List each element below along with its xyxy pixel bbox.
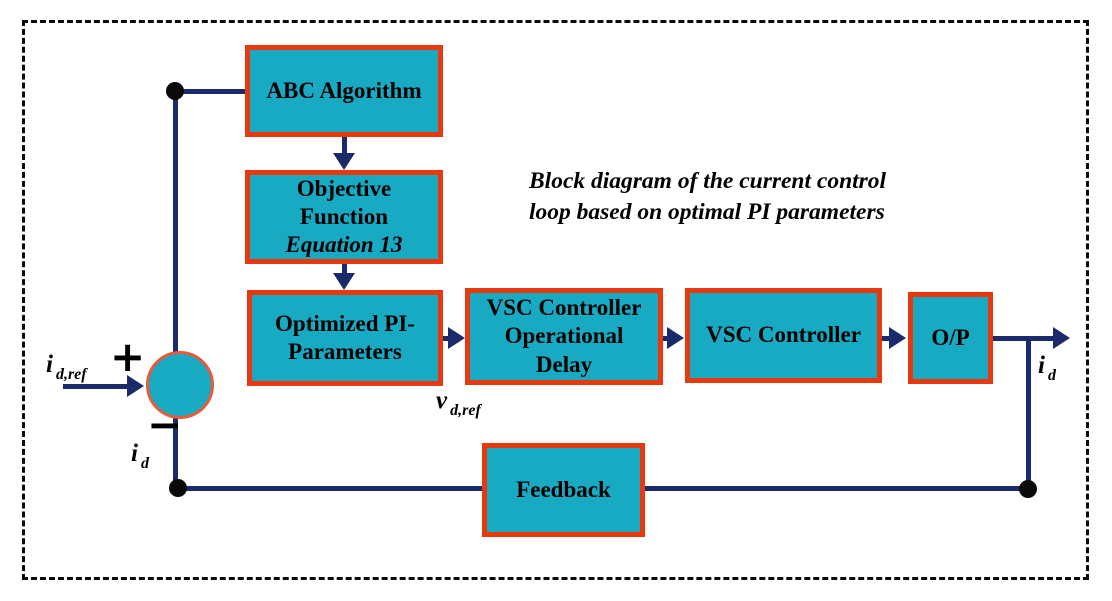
connector-abc-to-objective [342,135,347,154]
arrowhead-optimized-to-delay-icon [448,327,465,349]
arrowhead-delay-to-vsc-icon [667,327,684,349]
connector-output-tap-vertical [1026,336,1031,490]
label-output-current-sub: d [1047,367,1056,384]
diagram-title-line2: loop based on optimal PI parameters [529,199,885,226]
connector-objective-to-optimized [342,262,347,274]
connector-optimized-to-delay [443,336,450,341]
block-vsc-delay-line2: Operational [504,323,624,349]
block-objective-function: Objective Function Equation 13 [245,170,443,264]
label-output-current-base: i [1038,352,1045,379]
connector-sum-to-feedback [173,417,178,489]
connector-top-horizontal [173,89,245,94]
junction-dot-bottom-left [169,479,187,497]
arrowhead-vsc-to-op-icon [889,327,906,349]
block-optimized-pi-parameters: Optimized PI- Parameters [247,290,443,386]
block-objective-function-line1: Objective [296,175,392,201]
block-abc-algorithm-label: ABC Algorithm [266,77,422,103]
arrowhead-input-icon [127,375,144,397]
block-vsc-controller: VSC Controller [685,288,882,383]
label-voltage-reference-sub: d,ref [450,402,481,419]
block-objective-function-line2: Function [299,203,389,229]
block-optimized-pi-line2: Parameters [288,339,402,364]
junction-dot-bottom-right [1019,480,1037,498]
block-output-label: O/P [931,324,970,350]
minus-sign: − [147,400,183,449]
label-feedback-current-base: i [131,440,138,467]
connector-input-horizontal [63,384,127,389]
diagram-title: Block diagram of the current control loo… [529,166,886,229]
summing-junction [146,351,214,419]
connector-output-horizontal [990,336,1054,341]
label-feedback-current-sub: d [140,455,149,472]
block-vsc-delay-line1: VSC Controller [486,295,642,321]
block-abc-algorithm: ABC Algorithm [245,45,443,137]
block-feedback: Feedback [482,443,645,537]
diagram-title-line1: Block diagram of the current control [529,168,887,194]
connector-left-vertical [173,89,178,352]
label-voltage-reference-base: v [436,387,448,414]
plus-sign: + [110,332,146,381]
arrowhead-output-icon [1053,327,1070,349]
block-feedback-label: Feedback [516,476,611,502]
label-input-current-sub: d,ref [55,366,87,383]
block-vsc-operational-delay: VSC Controller Operational Delay [465,288,663,385]
block-optimized-pi-line1: Optimized PI- [275,310,415,336]
connector-delay-to-vsc [663,336,669,341]
label-input-current-base: i [46,351,53,378]
diagram-frame [22,20,1089,580]
arrowhead-abc-to-objective-icon [333,153,355,170]
junction-dot-top-left [166,82,184,100]
connector-vsc-to-op [882,336,891,341]
block-vsc-controller-label: VSC Controller [706,322,861,348]
block-vsc-delay-line3: Delay [535,351,593,377]
arrowhead-objective-to-optimized-icon [333,273,355,290]
block-objective-function-line3: Equation 13 [285,232,403,258]
block-output: O/P [908,292,993,384]
